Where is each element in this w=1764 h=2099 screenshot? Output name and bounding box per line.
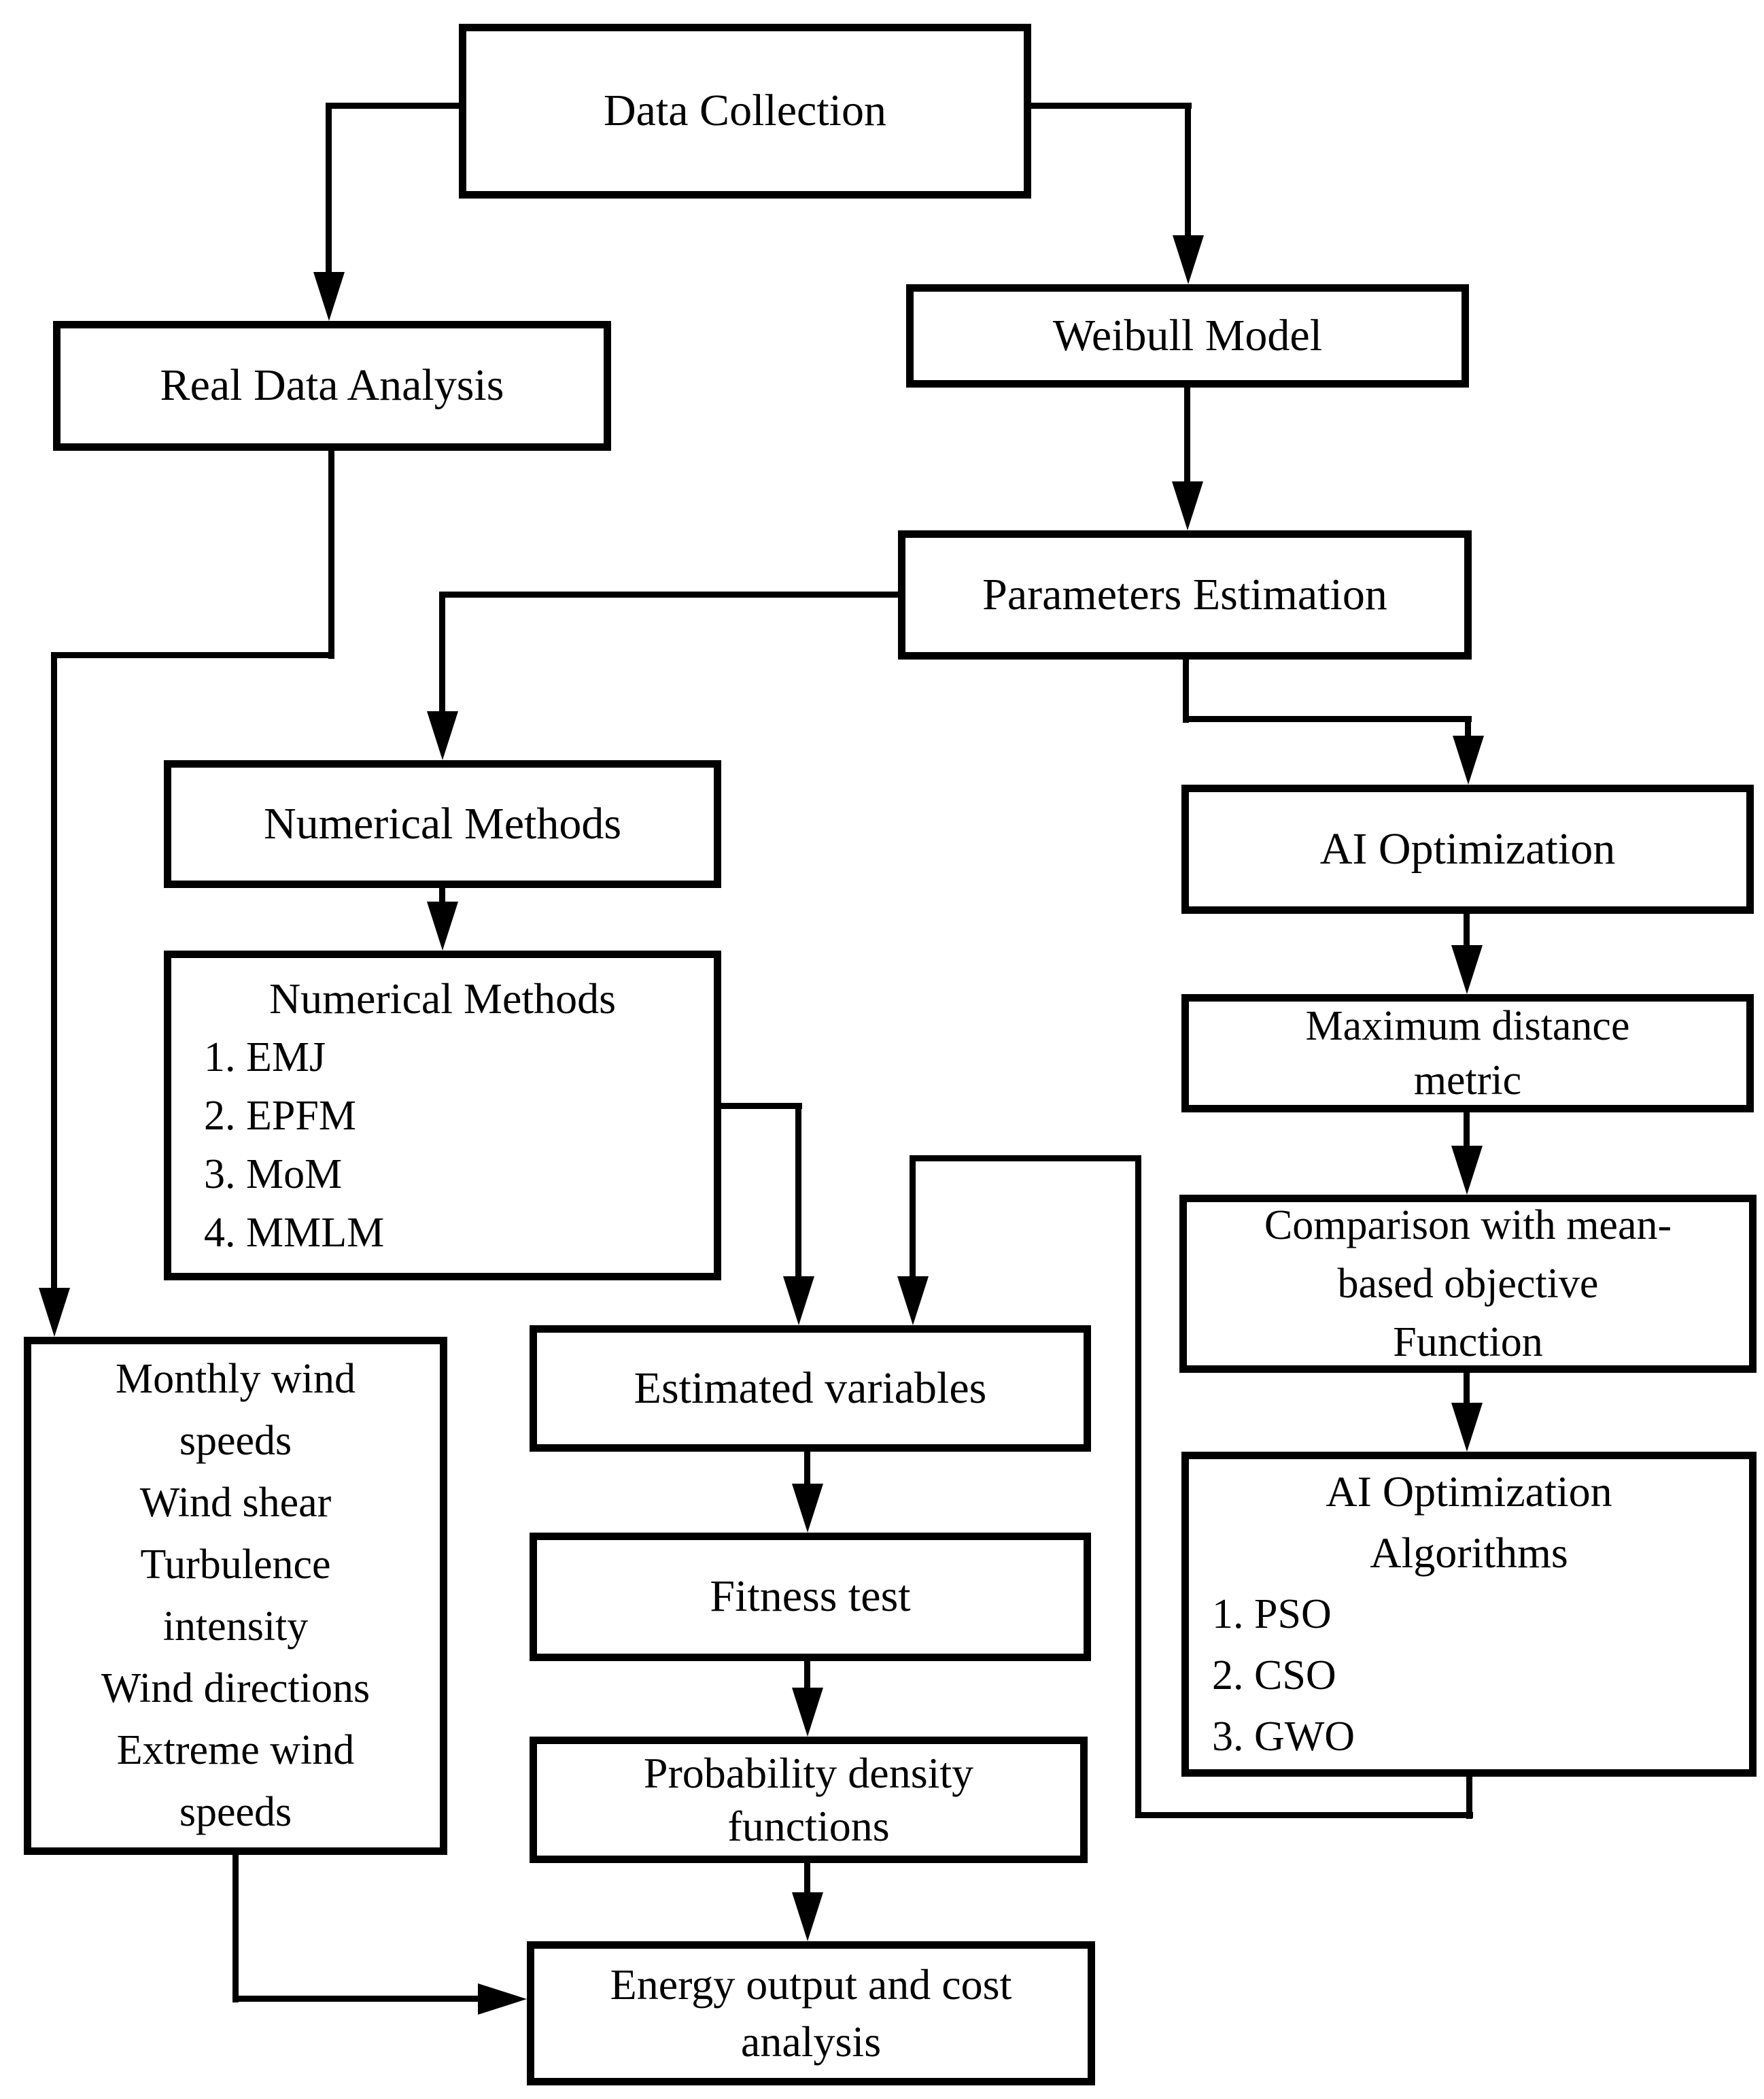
box-parameters-estimation: Parameters Estimation	[898, 530, 1472, 660]
arrowhead-aialg-loop-to-estvar	[897, 1276, 929, 1325]
connector-aiopt-to-maxd-v	[1464, 914, 1470, 945]
arrowhead-nmtitle-to-nmlist	[427, 902, 458, 951]
connector-rda-to-wind-h	[51, 652, 334, 658]
connector-aialg-loop-v1	[1466, 1777, 1472, 1819]
connector-nmlist-to-estvar-v	[795, 1103, 801, 1276]
box-fitness-test: Fitness test	[530, 1533, 1091, 1661]
connector-nmtitle-to-nmlist-v	[439, 888, 445, 902]
connector-nmlist-to-estvar-h	[721, 1103, 802, 1109]
box-parameters-estimation-label: Parameters Estimation	[982, 569, 1387, 619]
box-weibull-model: Weibull Model	[906, 284, 1469, 388]
connector-weibull-to-pe-v	[1184, 388, 1190, 481]
arrowhead-pe-to-aiopt	[1453, 736, 1484, 785]
arrowhead-maxd-to-comp	[1451, 1146, 1483, 1195]
box-fitness-test-label: Fitness test	[710, 1571, 911, 1622]
connector-pe-to-nm-h	[439, 592, 898, 598]
box-probability-density-functions: Probability density functions	[530, 1737, 1088, 1863]
box-comparison-objective-label: Comparison with mean- based objective Fu…	[1264, 1202, 1672, 1365]
box-maximum-distance-metric-label: Maximum distance metric	[1305, 1003, 1630, 1104]
arrowhead-aiopt-to-maxd	[1451, 945, 1483, 994]
connector-wind-to-energy-h	[232, 1996, 478, 2002]
connector-aialg-loop-h1	[1135, 1812, 1473, 1818]
ai-optimization-algorithms-title: AI Optimization Algorithms	[1326, 1467, 1612, 1577]
arrowhead-comp-to-aialg	[1451, 1403, 1483, 1452]
connector-wind-to-energy-v	[232, 1855, 239, 2002]
arrowhead-rda-to-wind	[39, 1288, 70, 1337]
numerical-methods-list-title: Numerical Methods	[269, 974, 617, 1023]
arrowhead-wind-to-energy	[478, 1983, 527, 2015]
connector-pe-to-aiopt-v2	[1465, 716, 1471, 736]
arrowhead-nmlist-to-estvar	[783, 1276, 814, 1325]
connector-pe-to-aiopt-v1	[1183, 660, 1189, 723]
box-data-collection: Data Collection	[459, 24, 1031, 199]
connector-aialg-loop-v2	[1135, 1155, 1141, 1818]
box-wind-characteristics-label: Monthly wind speeds Wind shear Turbulenc…	[101, 1356, 370, 1835]
connector-pe-to-aiopt-h	[1183, 716, 1472, 722]
connector-maxd-to-comp-v	[1464, 1112, 1470, 1146]
box-maximum-distance-metric: Maximum distance metric	[1181, 994, 1754, 1112]
connector-comp-to-aialg-v	[1464, 1373, 1470, 1403]
box-comparison-objective: Comparison with mean- based objective Fu…	[1179, 1195, 1757, 1373]
box-numerical-methods-list: Numerical Methods 1. EMJ 2. EPFM 3. MoM …	[164, 951, 721, 1280]
box-energy-output-label: Energy output and cost analysis	[610, 1960, 1012, 2066]
ai-optimization-algorithms-items: 1. PSO 2. CSO 3. GWO	[1212, 1591, 1355, 1760]
numerical-methods-list-items: 1. EMJ 2. EPFM 3. MoM 4. MMLM	[204, 1034, 385, 1256]
connector-dc-to-weibull-h	[1031, 103, 1192, 109]
connector-rda-to-wind-v1	[328, 451, 334, 659]
connector-dc-to-rda-h	[326, 103, 459, 109]
box-estimated-variables-label: Estimated variables	[634, 1363, 987, 1413]
box-ai-optimization: AI Optimization	[1181, 785, 1754, 914]
connector-pdf-to-energy-v	[804, 1863, 810, 1892]
connector-dc-to-rda-v	[326, 103, 332, 272]
box-ai-optimization-algorithms: AI Optimization Algorithms 1. PSO 2. CSO…	[1181, 1452, 1757, 1777]
connector-aialg-loop-h2	[910, 1155, 1141, 1161]
box-energy-output: Energy output and cost analysis	[527, 1941, 1095, 2085]
arrowhead-fitness-to-pdf	[792, 1688, 823, 1737]
box-estimated-variables: Estimated variables	[530, 1325, 1091, 1452]
arrowhead-pe-to-nm	[427, 711, 458, 760]
box-real-data-analysis: Real Data Analysis	[53, 321, 611, 451]
box-weibull-model-label: Weibull Model	[1052, 310, 1323, 360]
connector-pe-to-nm-v	[439, 592, 445, 711]
box-numerical-methods-title-label: Numerical Methods	[263, 798, 622, 849]
connector-dc-to-weibull-v	[1185, 103, 1191, 235]
connector-estvar-to-fitness-v	[804, 1452, 810, 1484]
box-wind-characteristics: Monthly wind speeds Wind shear Turbulenc…	[24, 1337, 447, 1855]
connector-fitness-to-pdf-v	[804, 1661, 810, 1688]
box-probability-density-functions-label: Probability density functions	[643, 1749, 974, 1850]
arrowhead-dc-to-rda	[313, 272, 345, 321]
connector-rda-to-wind-v2	[51, 652, 57, 1288]
arrowhead-dc-to-weibull	[1173, 235, 1204, 284]
box-numerical-methods-title: Numerical Methods	[164, 760, 721, 888]
arrowhead-weibull-to-pe	[1172, 481, 1203, 530]
connector-aialg-loop-v3	[910, 1155, 916, 1276]
box-real-data-analysis-label: Real Data Analysis	[160, 360, 504, 411]
box-data-collection-label: Data Collection	[603, 86, 887, 136]
arrowhead-pdf-to-energy	[792, 1892, 823, 1941]
box-ai-optimization-label: AI Optimization	[1319, 823, 1616, 874]
arrowhead-estvar-to-fitness	[792, 1484, 823, 1533]
